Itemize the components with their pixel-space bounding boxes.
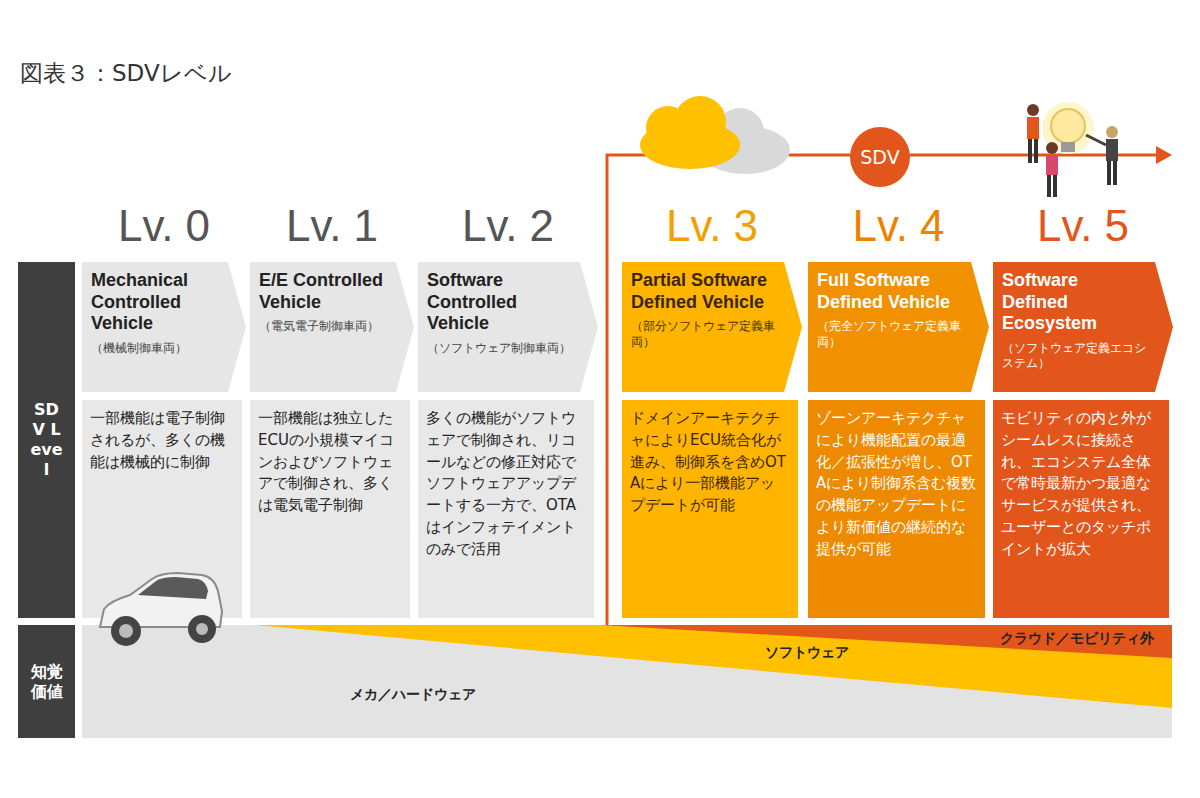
row-header-label: 知覚価値 bbox=[29, 662, 65, 702]
level-name: Mechanical Controlled Vehicle bbox=[91, 270, 222, 335]
level-description: ドメインアーキテクチャによりECU統合化が進み、制御系を含めOTAにより一部機能… bbox=[630, 408, 790, 517]
level-chevron: Software Controlled Vehicle（ソフトウェア制御車両）L… bbox=[418, 262, 598, 392]
level-name-ja: （ソフトウェア制御車両） bbox=[427, 341, 574, 357]
level-chevron: Mechanical Controlled Vehicle（機械制御車両）Lv.… bbox=[82, 262, 246, 392]
level-name-ja: （電気電子制御車両） bbox=[259, 319, 390, 335]
sdv-level-bar bbox=[18, 262, 75, 618]
level-name-ja: （完全ソフトウェア定義車両） bbox=[817, 319, 965, 350]
cloud-wedge bbox=[600, 625, 1172, 658]
hardware-band-label: メカ／ハードウェア bbox=[350, 686, 476, 704]
level-chevron: Partial Software Defined Vehicle （部分ソフトウェ… bbox=[622, 262, 802, 392]
car-illustration bbox=[90, 565, 230, 665]
level-description: モビリティの内と外がシームレスに接続され、エコシステム全体で常時最新かつ最適なサ… bbox=[1001, 408, 1161, 560]
level-name: Full Software Defined Vehicle bbox=[817, 270, 965, 313]
cloud-icon bbox=[640, 96, 790, 174]
level-chevron: E/E Controlled Vehicle（電気電子制御車両）Lv. 1 bbox=[250, 262, 414, 392]
level-description-box: ドメインアーキテクチャによりECU統合化が進み、制御系を含めOTAにより一部機能… bbox=[622, 400, 798, 618]
level-description-box: 多くの機能がソフトウェアで制御され、リコールなどの修正対応でソフトウェアアップデ… bbox=[418, 400, 594, 618]
chevron-content: Mechanical Controlled Vehicle （機械制御車両） bbox=[82, 262, 246, 364]
level-name: Partial Software Defined Vehicle bbox=[631, 270, 778, 313]
software-band-label: ソフトウェア bbox=[765, 644, 849, 662]
chevron-fill bbox=[993, 262, 1173, 392]
diagram-title: 図表３：SDVレベル bbox=[20, 58, 232, 89]
sdv-arrow-head bbox=[1156, 146, 1172, 164]
chevron-content: Partial Software Defined Vehicle （部分ソフトウェ… bbox=[622, 262, 802, 358]
row-header-bar: 知覚価値 bbox=[18, 625, 75, 738]
level-name-ja: （機械制御車両） bbox=[91, 341, 222, 357]
level-chevron: Full Software Defined Vehicle （完全ソフトウェア定義… bbox=[808, 262, 989, 392]
level-name-ja: （部分ソフトウェア定義車両） bbox=[631, 319, 778, 350]
level-description: ゾーンアーキテクチャにより機能配置の最適化／拡張性が増し、OTAにより制御系含む… bbox=[816, 408, 977, 560]
level-name-ja: （ソフトウェア定義エコシステム） bbox=[1002, 341, 1149, 372]
level-name: E/E Controlled Vehicle bbox=[259, 270, 390, 313]
people-bulb-icon bbox=[1027, 102, 1118, 197]
chevron-content: Software Defined Ecosystem （ソフトウェア定義エコシステ… bbox=[993, 262, 1173, 380]
chevron-fill bbox=[808, 262, 989, 392]
level-chevron: Software Defined Ecosystem （ソフトウェア定義エコシステ… bbox=[993, 262, 1173, 392]
sdv-circle: SDV bbox=[850, 127, 910, 187]
row-header-label: SDV Level bbox=[29, 400, 65, 480]
level-number: Lv. 4 bbox=[808, 200, 989, 252]
chevron-content: Software Controlled Vehicle （ソフトウェア制御車両） bbox=[418, 262, 598, 364]
chevron-content: Full Software Defined Vehicle （完全ソフトウェア定義… bbox=[808, 262, 989, 358]
level-description: 一部機能は電子制御されるが、多くの機能は機械的に制御 bbox=[90, 408, 234, 473]
level-name: Software Defined Ecosystem bbox=[1002, 270, 1149, 335]
level-description: 多くの機能がソフトウェアで制御され、リコールなどの修正対応でソフトウェアアップデ… bbox=[426, 408, 586, 560]
level-number: Lv. 5 bbox=[993, 200, 1173, 252]
chevron-fill bbox=[82, 262, 246, 392]
row-header-bar: SDV Level bbox=[18, 262, 75, 618]
perception-bar bbox=[18, 625, 75, 738]
level-number: Lv. 0 bbox=[82, 200, 246, 252]
level-number: Lv. 1 bbox=[250, 200, 414, 252]
software-wedge bbox=[255, 625, 1172, 708]
sdv-label: SDV bbox=[860, 146, 899, 168]
level-description-box: モビリティの内と外がシームレスに接続され、エコシステム全体で常時最新かつ最適なサ… bbox=[993, 400, 1169, 618]
hardware-band bbox=[82, 625, 1172, 738]
chevron-fill bbox=[250, 262, 414, 392]
chevron-fill bbox=[418, 262, 598, 392]
chevron-fill bbox=[622, 262, 802, 392]
chevron-content: E/E Controlled Vehicle （電気電子制御車両） bbox=[250, 262, 414, 343]
level-description-box: 一部機能は独立したECUの小規模マイコンおよびソフトウェアで制御され、多くは電気… bbox=[250, 400, 410, 618]
level-number: Lv. 2 bbox=[418, 200, 598, 252]
level-description-box: ゾーンアーキテクチャにより機能配置の最適化／拡張性が増し、OTAにより制御系含む… bbox=[808, 400, 985, 618]
level-description: 一部機能は独立したECUの小規模マイコンおよびソフトウェアで制御され、多くは電気… bbox=[258, 408, 402, 517]
level-number: Lv. 3 bbox=[622, 200, 802, 252]
cloud-band-label: クラウド／モビリティ外 bbox=[1000, 630, 1154, 648]
level-name: Software Controlled Vehicle bbox=[427, 270, 574, 335]
